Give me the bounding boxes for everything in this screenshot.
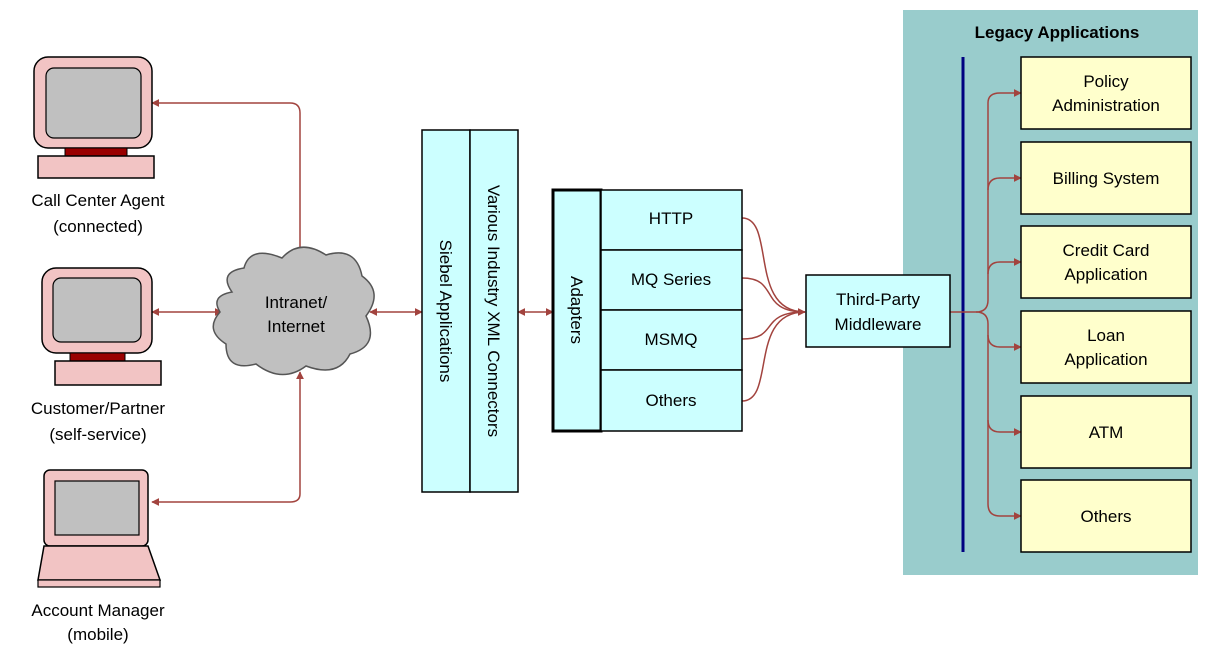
network-label: Intranet/ xyxy=(265,293,328,312)
adapter-list xyxy=(600,189,743,432)
others-adapter-connector xyxy=(741,311,806,402)
call-center-label: Call Center Agent xyxy=(31,191,165,210)
call-center-sublabel: (connected) xyxy=(53,217,143,236)
msmq-connector xyxy=(741,311,806,340)
legacy-app-billing-label: Billing System xyxy=(1053,169,1160,188)
account-manager-sublabel: (mobile) xyxy=(67,625,128,644)
legacy-app-credit-label: Credit Card xyxy=(1063,241,1150,260)
mq-connector xyxy=(741,277,806,313)
network-sublabel: Internet xyxy=(267,317,325,336)
customer-monitor-icon xyxy=(41,267,162,386)
adapters-box xyxy=(551,188,603,433)
adapter-others-label: Others xyxy=(645,391,696,410)
adapter-others-box xyxy=(600,369,743,432)
connector-lines xyxy=(151,89,1022,520)
siebel-applications-box xyxy=(421,129,471,493)
legacy-app-others-label: Others xyxy=(1080,507,1131,526)
credit-connector xyxy=(987,258,1022,275)
xml-connectors-label: Various Industry XML Connectors xyxy=(484,185,503,437)
adapter-mq-label: MQ Series xyxy=(631,270,711,289)
legacy-app-loan-sublabel: Application xyxy=(1064,350,1147,369)
laptop-icon xyxy=(37,469,162,588)
legacy-app-credit-box xyxy=(1020,225,1192,299)
legacy-app-atm-label: ATM xyxy=(1089,423,1124,442)
legacy-app-policy-sublabel: Administration xyxy=(1052,96,1160,115)
customer-sublabel: (self-service) xyxy=(49,425,146,444)
legacy-app-credit-sublabel: Application xyxy=(1064,265,1147,284)
legacy-title: Legacy Applications xyxy=(975,23,1140,42)
middleware-sublabel: Middleware xyxy=(835,315,922,334)
adapters-label: Adapters xyxy=(567,276,586,344)
account-manager-label: Account Manager xyxy=(31,601,165,620)
account-manager-connector xyxy=(151,371,304,506)
legacy-app-billing-box xyxy=(1020,141,1192,215)
legacy-app-atm-box xyxy=(1020,395,1192,469)
legacy-app-loan-box xyxy=(1020,310,1192,384)
siebel-applications-label: Siebel Applications xyxy=(436,240,455,383)
adapter-msmq-label: MSMQ xyxy=(645,330,698,349)
adapter-mq-box xyxy=(600,249,743,311)
xml-connectors-box xyxy=(469,129,519,493)
policy-connector xyxy=(975,89,1022,313)
adapter-http-box xyxy=(600,189,743,251)
call-center-monitor-icon xyxy=(33,56,155,179)
atm-connector xyxy=(987,419,1022,436)
billing-connector xyxy=(987,174,1022,191)
loan-connector xyxy=(987,334,1022,351)
legacy-app-policy-box xyxy=(1020,56,1192,130)
call-center-connector xyxy=(151,99,304,256)
http-connector xyxy=(741,217,806,316)
cloud-icon xyxy=(212,246,375,376)
middleware-label: Third-Party xyxy=(836,290,921,309)
adapter-http-label: HTTP xyxy=(649,209,693,228)
legacy-app-others-box xyxy=(1020,479,1192,553)
legacy-app-policy-label: Policy xyxy=(1083,72,1129,91)
customer-label: Customer/Partner xyxy=(31,399,165,418)
legacy-app-loan-label: Loan xyxy=(1087,326,1125,345)
middleware-box xyxy=(805,274,951,348)
others-legacy-connector xyxy=(975,311,1022,520)
